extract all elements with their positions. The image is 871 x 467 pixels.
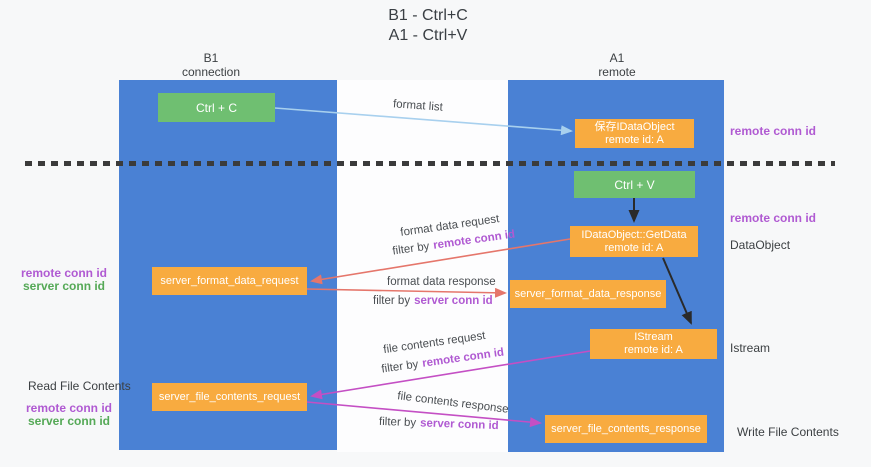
format-data-response-label: format data response xyxy=(387,276,496,288)
server-file-contents-response-label: server_file_contents_response xyxy=(551,422,701,435)
write-file-contents-label: Write File Contents xyxy=(737,425,839,439)
getdata-title: IDataObject::GetData xyxy=(581,228,687,241)
istream-node: IStream remote id: A xyxy=(590,329,717,359)
conn-id-stack-mid-left: remote conn id server conn id xyxy=(18,267,110,293)
filter-by-text: filter by xyxy=(373,295,411,307)
remote-conn-id-top-right-label: remote conn id xyxy=(730,124,817,138)
server-file-contents-response-node: server_file_contents_response xyxy=(545,415,707,443)
server-format-data-request-node: server_format_data_request xyxy=(152,267,307,295)
save-idataobject-node: 保存IDataObject remote id: A xyxy=(575,119,694,148)
server-conn-id-bottom-left-label: server conn id xyxy=(27,414,111,428)
lane-b1-role: connection xyxy=(181,65,241,79)
remote-conn-id-mid-left-label: remote conn id xyxy=(20,266,107,280)
server-format-data-response-label: server_format_data_response xyxy=(514,287,662,300)
server-conn-id-mid-left-label: server conn id xyxy=(22,279,106,293)
remote-conn-id-bottom-left-label: remote conn id xyxy=(25,401,112,415)
lane-a1-name: A1 xyxy=(609,51,625,65)
getdata-subtitle: remote id: A xyxy=(604,241,664,254)
title-line-2: A1 - Ctrl+V xyxy=(388,27,468,44)
istream-title: IStream xyxy=(634,331,673,343)
conn-id-stack-bottom-left: remote conn id server conn id xyxy=(23,402,115,428)
ctrl-v-label: Ctrl + V xyxy=(614,177,655,192)
title-line-1: B1 - Ctrl+C xyxy=(388,7,468,24)
save-idataobject-title: 保存IDataObject xyxy=(594,120,675,133)
ctrl-v-node: Ctrl + V xyxy=(574,171,695,198)
filter-by-text: filter by xyxy=(378,415,417,430)
istream-side-label: Istream xyxy=(730,341,771,355)
lane-a1-role: remote xyxy=(598,65,636,79)
diagram-title: B1 - Ctrl+C A1 - Ctrl+V xyxy=(328,6,528,46)
dashed-divider xyxy=(25,161,835,166)
getdata-node: IDataObject::GetData remote id: A xyxy=(570,226,698,257)
save-idataobject-subtitle: remote id: A xyxy=(605,133,664,146)
remote-conn-id-mid-right-label: remote conn id xyxy=(730,211,817,225)
read-file-contents-label: Read File Contents xyxy=(28,379,131,393)
istream-subtitle: remote id: A xyxy=(624,344,683,356)
dataobject-label: DataObject xyxy=(730,238,791,252)
lane-header-b1: B1 connection xyxy=(149,51,273,79)
server-format-data-response-node: server_format_data_response xyxy=(510,280,666,308)
lane-b1-name: B1 xyxy=(203,51,219,65)
server-file-contents-request-node: server_file_contents_request xyxy=(152,383,307,411)
server-file-contents-request-label: server_file_contents_request xyxy=(158,390,301,403)
ctrl-c-node: Ctrl + C xyxy=(158,93,275,122)
server-conn-id-highlight: server conn id xyxy=(414,295,493,307)
ctrl-c-label: Ctrl + C xyxy=(195,100,237,115)
lane-header-a1: A1 remote xyxy=(555,51,679,79)
server-format-data-request-label: server_format_data_request xyxy=(160,274,299,287)
